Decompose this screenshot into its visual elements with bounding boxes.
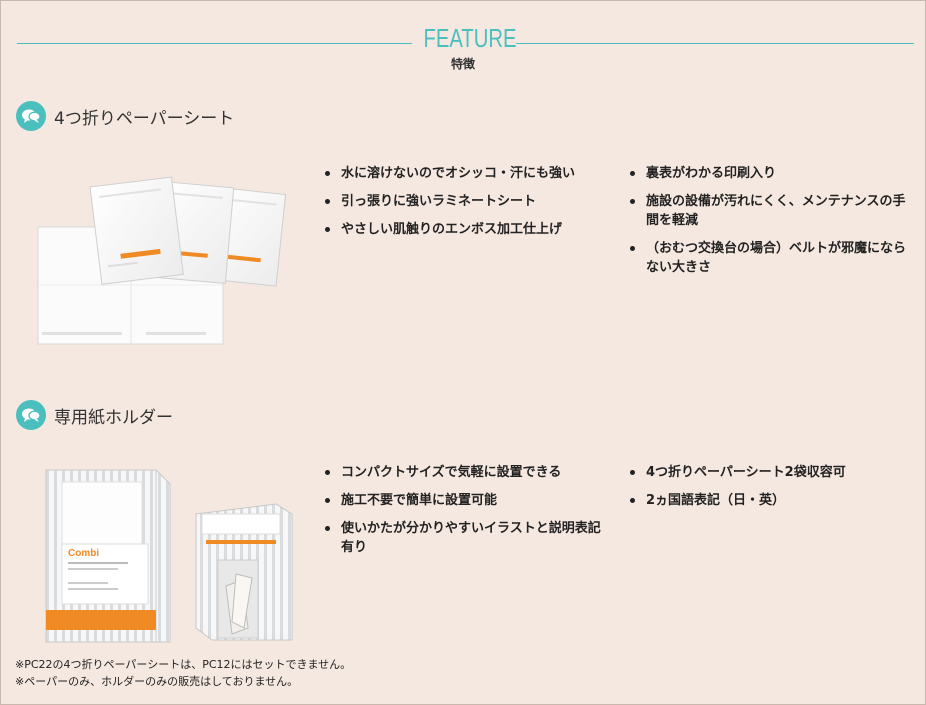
list-item-line: 使いかたが分かりやすいイラストと説明表記 bbox=[341, 521, 601, 536]
list-item-line: 間を軽減 bbox=[646, 213, 699, 228]
list-item: 2ヵ国語表記（日・英） bbox=[628, 491, 918, 510]
list-item: 裏表がわかる印刷入り bbox=[628, 164, 918, 183]
box-brand-text: Combi bbox=[68, 548, 99, 559]
list-item-line: ない大きさ bbox=[646, 260, 712, 275]
list-item: 使いかたが分かりやすいイラストと説明表記有り bbox=[323, 519, 623, 557]
paper-sheet-features-left: 水に溶けないのでオシッコ・汗にも強い 引っ張りに強いラミネートシート やさしい肌… bbox=[323, 164, 613, 248]
section-heading-label: 4つ折りペーパーシート bbox=[54, 108, 235, 129]
list-item: やさしい肌触りのエンボス加工仕上げ bbox=[323, 220, 613, 239]
paper-sheet-features-right: 裏表がわかる印刷入り 施設の設備が汚れにくく、メンテナンスの手間を軽減 （おむつ… bbox=[628, 164, 918, 286]
section-heading-holder: 専用紙ホルダー bbox=[16, 400, 173, 430]
footnote: ※ペーパーのみ、ホルダーのみの販売はしておりません。 bbox=[15, 675, 299, 688]
list-item: コンパクトサイズで気軽に設置できる bbox=[323, 463, 623, 482]
holder-box-open-image bbox=[195, 503, 293, 641]
footnotes: ※PC22の4つ折りペーパーシートは、PC12にはセットできません。 ※ペーパー… bbox=[15, 656, 351, 690]
paper-sheet-product-image bbox=[37, 176, 287, 345]
list-item: （おむつ交換台の場合）ベルトが邪魔にならない大きさ bbox=[628, 239, 918, 277]
list-item-line: 有り bbox=[341, 540, 368, 555]
holder-features-right: 4つ折りペーパーシート2袋収容可 2ヵ国語表記（日・英） bbox=[628, 463, 918, 519]
holder-features-left: コンパクトサイズで気軽に設置できる 施工不要で簡単に設置可能 使いかたが分かりや… bbox=[323, 463, 623, 566]
speech-bubbles-icon bbox=[16, 101, 46, 131]
list-item: 引っ張りに強いラミネートシート bbox=[323, 192, 613, 211]
page-title: FEATURE bbox=[423, 23, 517, 53]
list-item: 施設の設備が汚れにくく、メンテナンスの手間を軽減 bbox=[628, 192, 918, 230]
list-item-line: 施設の設備が汚れにくく、メンテナンスの手 bbox=[646, 194, 906, 209]
page-subtitle: 特徴 bbox=[450, 57, 475, 71]
header-rule-left bbox=[17, 43, 412, 44]
speech-bubbles-icon bbox=[16, 400, 46, 430]
header-rule-right bbox=[516, 43, 914, 44]
list-item-line: （おむつ交換台の場合）ベルトが邪魔になら bbox=[646, 241, 907, 256]
section-heading-label: 専用紙ホルダー bbox=[54, 407, 173, 428]
section-heading-paper-sheet: 4つ折りペーパーシート bbox=[16, 101, 234, 131]
holder-box-front-image: Combi bbox=[45, 469, 171, 643]
list-item: 4つ折りペーパーシート2袋収容可 bbox=[628, 463, 918, 482]
list-item: 施工不要で簡単に設置可能 bbox=[323, 491, 623, 510]
list-item: 水に溶けないのでオシッコ・汗にも強い bbox=[323, 164, 613, 183]
footnote: ※PC22の4つ折りペーパーシートは、PC12にはセットできません。 bbox=[15, 658, 352, 671]
